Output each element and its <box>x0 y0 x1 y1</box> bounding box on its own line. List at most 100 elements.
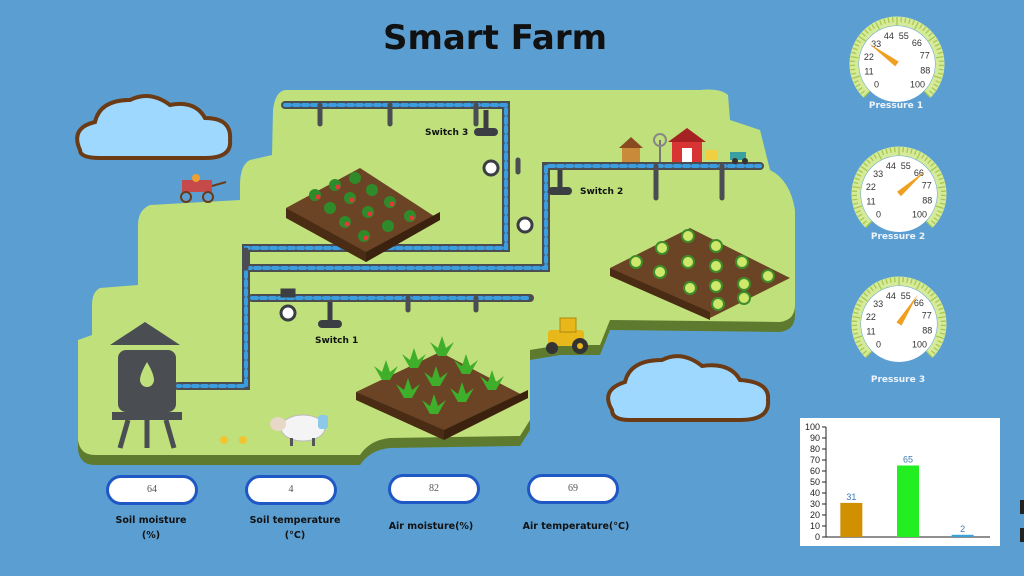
gauge-tick <box>913 280 917 286</box>
gauge-tick <box>939 332 946 335</box>
bar-value-label: 2 <box>960 524 965 534</box>
sheep-icon <box>270 414 328 446</box>
gauge-tick <box>934 169 940 174</box>
gauge-tick <box>852 316 861 319</box>
gauge-tick <box>908 18 911 24</box>
gauge-tick <box>911 20 915 26</box>
soil-temperature-label: Soil temperature (°C) <box>225 513 365 543</box>
gauge-tick <box>930 350 936 355</box>
gauge-tick <box>863 162 868 167</box>
gauge-tick <box>916 151 921 160</box>
farmhouse-icon <box>619 128 748 164</box>
gauge-tick <box>852 332 859 335</box>
gauge-tick <box>927 289 932 294</box>
gauge-tick-label: 44 <box>886 291 896 301</box>
gauge-tick <box>937 340 943 344</box>
y-tick-label: 90 <box>810 433 820 443</box>
y-tick-label: 60 <box>810 466 820 476</box>
gauge-tick <box>858 35 866 42</box>
gauge-tick <box>906 147 909 153</box>
switch-1-valve-icon[interactable] <box>318 302 342 328</box>
gauge-tick <box>866 289 871 294</box>
y-tick-label: 10 <box>810 521 820 531</box>
gauge-tick-label: 77 <box>922 310 932 320</box>
gauge-tick <box>928 35 936 42</box>
air-temperature-label: Air temperature(°C) <box>506 519 646 534</box>
gauge-tick <box>864 29 869 34</box>
gauge-tick <box>858 299 864 304</box>
gauge-tick <box>910 278 913 284</box>
gauge-tick-label: 55 <box>899 31 909 41</box>
gauge-tick <box>860 165 868 172</box>
gauge-tick <box>879 20 883 26</box>
gauge-tick <box>862 350 868 355</box>
gauge-tick-label: 33 <box>873 299 883 309</box>
gauge-tick <box>857 213 863 218</box>
gauge-tick <box>904 17 907 23</box>
gauge-tick-label: 100 <box>910 80 925 90</box>
gauge-tick <box>927 159 932 164</box>
gauge-tick <box>935 56 944 59</box>
gauge-tick <box>937 72 944 75</box>
gauge-tick <box>871 23 876 29</box>
gauge-tick <box>865 351 872 358</box>
gauge-tick <box>887 17 890 23</box>
gauge-tick <box>939 181 945 185</box>
gauge-tick <box>873 283 878 289</box>
tractor-icon <box>546 317 588 354</box>
gauge-tick <box>906 277 909 283</box>
gauge-tick-label: 55 <box>901 161 911 171</box>
gauge-tick <box>910 148 913 154</box>
gauge-tick-label: 33 <box>871 39 881 49</box>
air-moisture-value: 82 <box>388 474 480 504</box>
switch-3-valve-icon[interactable] <box>474 110 498 136</box>
gauge-tick <box>934 299 940 304</box>
gauge-tick <box>916 281 921 290</box>
gauge-tick <box>852 202 859 205</box>
gauge-tick <box>930 162 935 167</box>
gauge-tick <box>877 281 882 290</box>
water-tank-icon <box>110 322 182 449</box>
gauge-tick <box>940 328 946 331</box>
gauge-3-caption: Pressure 3 <box>870 375 926 385</box>
y-tick-label: 30 <box>810 499 820 509</box>
gauge-tick <box>928 90 934 95</box>
switch-2-valve-icon[interactable] <box>548 170 572 195</box>
soil-temperature-label-line2: (°C) <box>284 530 306 541</box>
gauge-tick <box>936 173 942 177</box>
bar-1 <box>840 502 863 537</box>
gauge-tick <box>877 151 882 160</box>
gauge-tick <box>860 90 866 95</box>
gauge-tick <box>925 29 930 34</box>
gauge-tick <box>939 202 946 205</box>
gauge-tick <box>938 68 944 71</box>
gauge-tick <box>863 292 868 297</box>
gauge-tick <box>850 72 857 75</box>
gauge-tick <box>937 210 943 214</box>
gauge-tick <box>936 47 942 51</box>
gauge-tick <box>930 220 936 225</box>
gauge-tick <box>936 303 942 307</box>
gauge-tick-label: 66 <box>914 168 924 178</box>
gauge-tick-label: 66 <box>912 38 922 48</box>
gauge-tick <box>852 186 861 189</box>
cabbage-field-icon <box>610 228 790 320</box>
gauge-tick <box>939 311 945 315</box>
land <box>78 89 795 456</box>
gauge-tick <box>857 87 863 91</box>
gauge-tick-label: 100 <box>912 340 927 350</box>
air-temperature-value: 69 <box>527 474 619 504</box>
strawberry-field-icon <box>286 168 440 262</box>
flow-meter-icon <box>279 159 534 322</box>
gauge-tick <box>856 39 862 44</box>
switch-1-label: Switch 1 <box>315 336 359 346</box>
gauge-tick <box>860 295 868 302</box>
soil-temperature-label-line1: Soil temperature <box>249 515 341 526</box>
gauge-tick <box>850 56 859 59</box>
gauge-tick <box>866 159 871 164</box>
gauge-tick <box>867 26 872 32</box>
island <box>78 89 795 466</box>
gauge-tick <box>881 150 885 156</box>
gauge-tick-label: 0 <box>874 80 879 90</box>
